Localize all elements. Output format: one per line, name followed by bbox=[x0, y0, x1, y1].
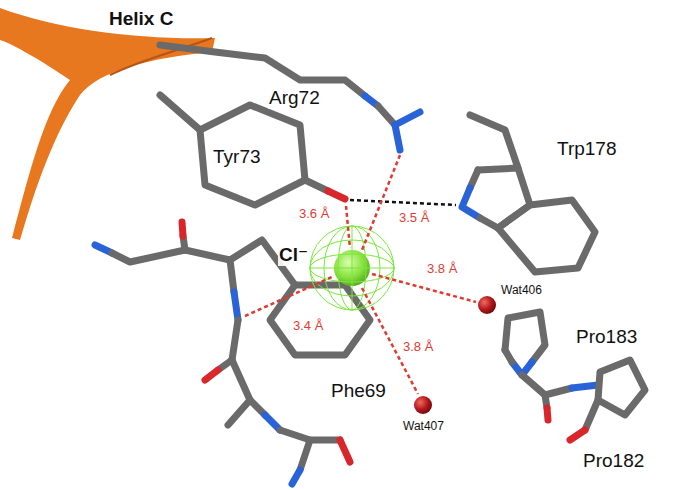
distance-label: 3.5 Å bbox=[398, 211, 430, 226]
distance-label: 3.6 Å bbox=[298, 207, 330, 222]
residue-label: Trp178 bbox=[556, 138, 618, 160]
residue-label: Pro183 bbox=[575, 326, 638, 348]
residue-label: Arg72 bbox=[268, 87, 321, 109]
water-label: Wat406 bbox=[500, 284, 543, 298]
ion-label: Cl⁻ bbox=[278, 244, 309, 266]
residue-label: Tyr73 bbox=[212, 146, 262, 168]
residue-label: Phe69 bbox=[330, 380, 387, 402]
distance-label: 3.8 Å bbox=[426, 262, 458, 277]
residue-label: Pro182 bbox=[582, 450, 645, 472]
helix-label: Helix C bbox=[108, 8, 174, 30]
water-label: Wat407 bbox=[402, 420, 445, 434]
distance-label: 3.8 Å bbox=[402, 340, 434, 355]
distance-label: 3.4 Å bbox=[292, 319, 324, 334]
